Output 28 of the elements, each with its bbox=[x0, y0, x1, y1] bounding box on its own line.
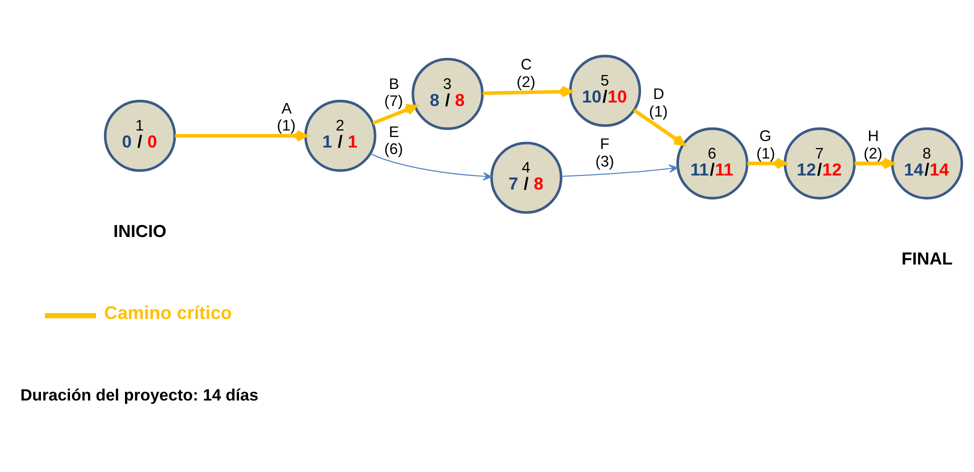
node-circle: 1 0 / 0 bbox=[104, 100, 176, 172]
node-circle: 7 12/12 bbox=[784, 127, 856, 200]
arrow bbox=[370, 153, 492, 180]
node-circle: 5 10/10 bbox=[569, 54, 642, 127]
arrow bbox=[482, 86, 572, 98]
edge-label: C (2) bbox=[516, 56, 536, 91]
edge-label: H (2) bbox=[864, 128, 882, 162]
edge-label: E (6) bbox=[384, 124, 403, 158]
node-circle: 6 11/11 bbox=[676, 127, 748, 200]
edge-label: G (1) bbox=[756, 128, 776, 162]
arrow bbox=[633, 108, 686, 146]
arrow bbox=[854, 158, 894, 170]
edge-label: F (3) bbox=[595, 136, 614, 170]
node-label: FINAL bbox=[902, 248, 953, 269]
edge-label: D (1) bbox=[649, 86, 668, 120]
edge-label: A (1) bbox=[276, 100, 296, 135]
legend-label: Camino crítico bbox=[104, 302, 232, 324]
node-label: INICIO bbox=[113, 221, 166, 242]
node-circle: 2 1 / 1 bbox=[304, 100, 376, 172]
edge-label: B (7) bbox=[384, 76, 403, 110]
node-circle: 4 7 / 8 bbox=[490, 142, 562, 214]
arrow bbox=[747, 158, 787, 170]
node-circle: 8 14/14 bbox=[891, 127, 964, 200]
arrow bbox=[372, 104, 417, 125]
label: Duración del proyecto: 14 días bbox=[20, 386, 258, 404]
arrow bbox=[175, 130, 308, 142]
node-circle: 3 8 / 8 bbox=[412, 58, 484, 130]
arrow bbox=[561, 164, 678, 177]
